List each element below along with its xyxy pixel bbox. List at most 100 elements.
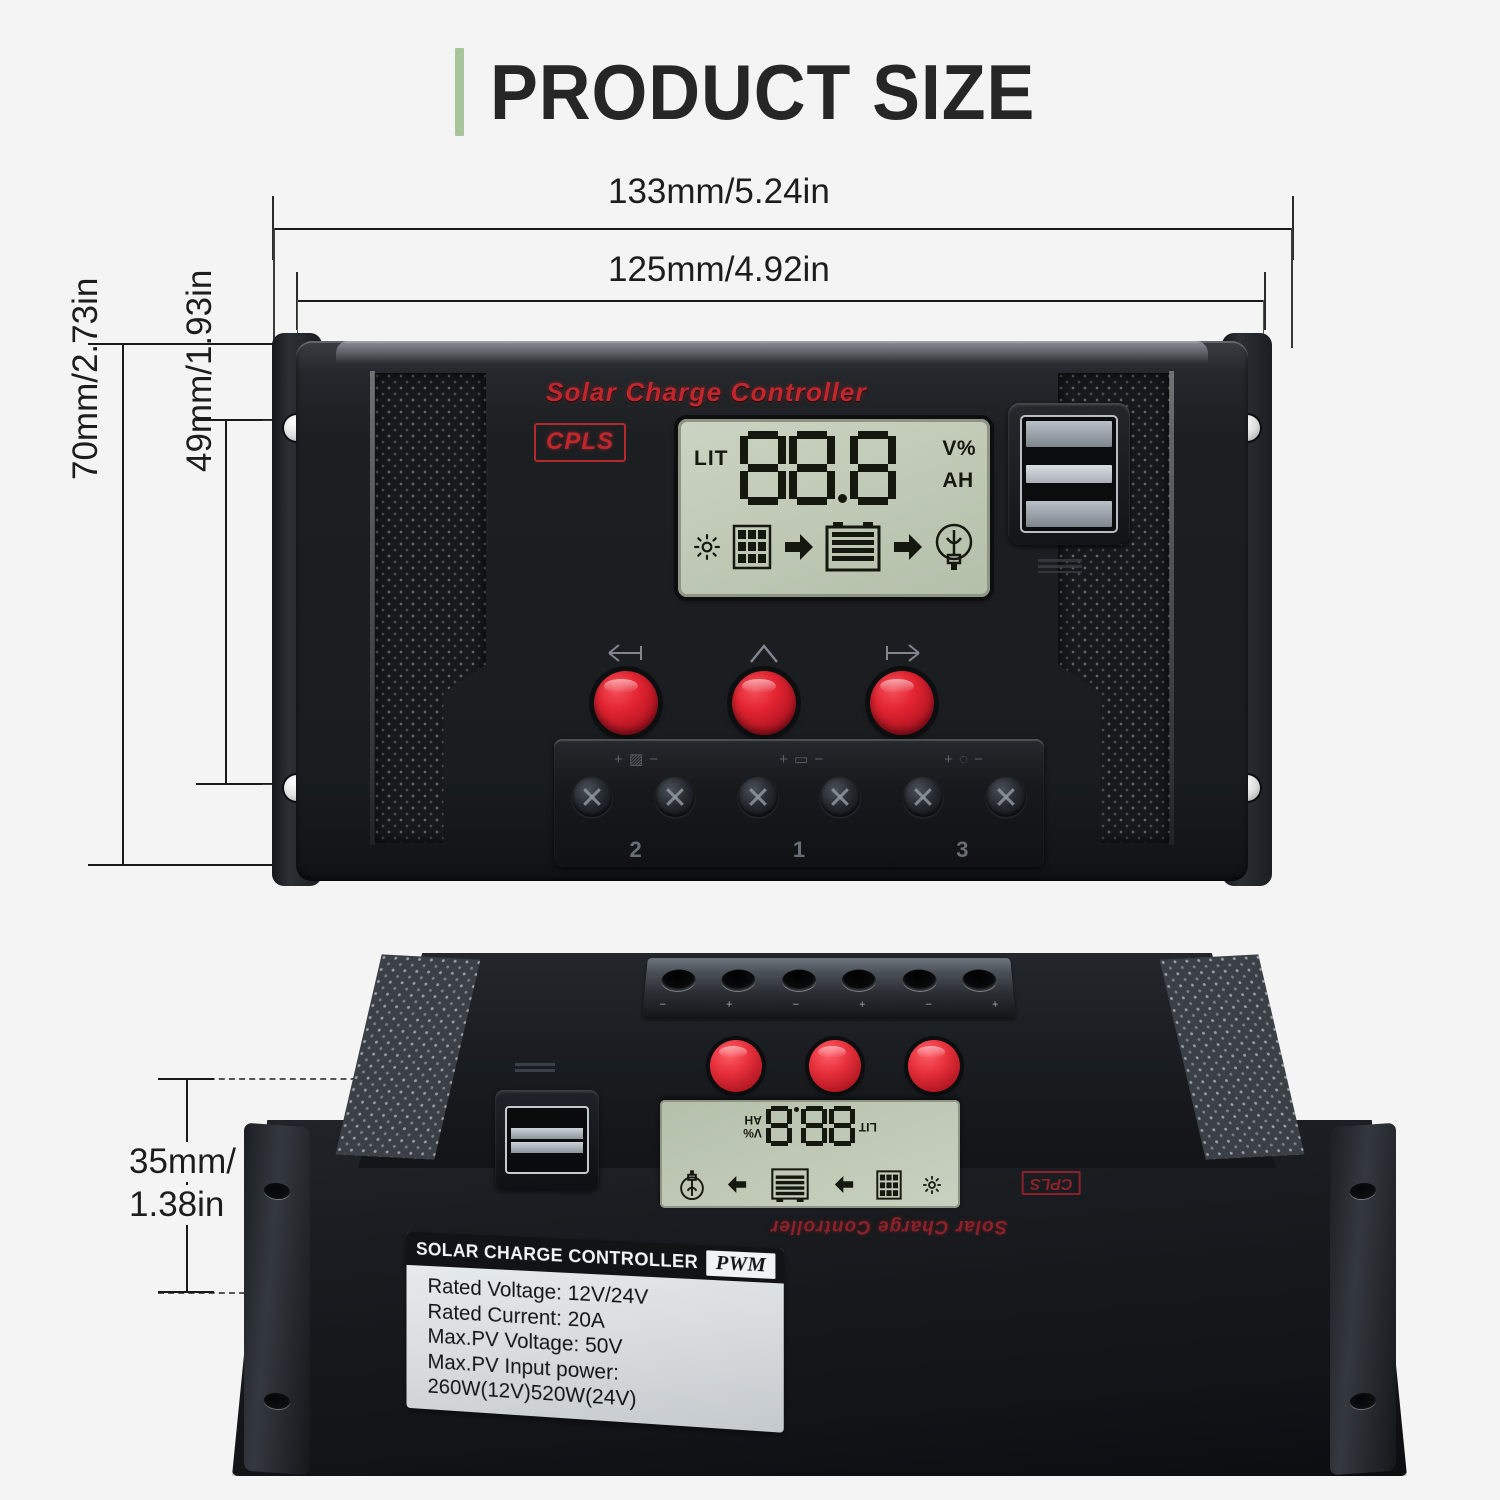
terminal-polarity-marks: − + − + − + [659,999,999,1011]
dimension-line-width-outer [272,228,1294,230]
terminal-screw-2[interactable] [654,777,695,817]
light-bulb-icon [935,523,973,570]
battery-icon [771,1168,809,1202]
extension-line-right-outer [1291,228,1293,348]
base-mounting-hole-top-left [264,1182,290,1200]
back-button[interactable] [594,671,658,735]
terminal-wire-hole-6[interactable] [961,969,998,991]
lcd-unit-voltage-percent: V% [942,437,976,460]
base-mounting-hole-bottom-left [264,1392,290,1410]
battery-icon [825,522,881,572]
polarity-mark-4: + [858,998,866,1011]
dimension-line-height-outer [122,343,124,865]
lcd-lit-label: LIT [694,447,729,470]
product-front-view: Solar Charge Controller CPLS LIT [272,333,1272,886]
usb-port-lower-angled[interactable] [511,1141,583,1153]
arrow-right-icon [893,534,922,560]
polarity-mark-6: + [991,998,1000,1011]
model-badge: CPLS [534,423,627,462]
sun-icon [694,534,720,560]
page-title-block: PRODUCT SIZE [455,48,1083,136]
usb-vent-marking-angled [515,1063,555,1075]
forward-button[interactable] [870,671,934,735]
terminal-screw-4[interactable] [820,777,861,817]
lcd-digit-1 [740,431,786,505]
lcd-readout-row-angled: LIT [668,1106,952,1146]
dimension-tick-depth-top [158,1078,214,1080]
usb-port-lower[interactable] [1026,501,1112,527]
dimension-tick-top-outer [88,343,293,345]
heatsink-edge-highlight-right [1169,371,1174,845]
sun-icon [923,1176,942,1194]
terminal-group-number-2: 2 [629,837,642,862]
dimension-tick-right-inner [1264,272,1266,330]
arrow-left-icon [608,644,642,662]
usb-port-divider [1026,465,1112,483]
arrow-up-icon [750,644,778,663]
extension-line-left-outer [273,228,275,348]
arrow-right-icon [886,644,920,662]
dimension-label-width-outer: 133mm/5.24in [608,172,830,211]
lcd-digit-2-angled [800,1106,827,1146]
terminal-wire-hole-4[interactable] [842,969,877,991]
arrow-right-icon [727,1176,746,1194]
terminal-wire-hole-1[interactable] [660,969,697,991]
lcd-seven-segment-value [740,431,896,505]
lcd-decimal-point [838,494,847,503]
dimension-line-width-inner [296,300,1266,302]
terminal-screw-3[interactable] [737,777,778,817]
terminal-wire-hole-5[interactable] [901,969,937,991]
lcd-digit-3-angled [765,1106,792,1146]
back-button-group[interactable] [594,641,658,735]
usb-port-housing-angled [505,1106,589,1174]
model-badge-angled: CPLS [1022,1171,1081,1195]
up-button[interactable] [732,671,796,735]
up-button-group[interactable] [732,641,796,735]
dimension-line-height-inner [225,419,227,784]
polarity-mark-3: − [792,998,800,1011]
lcd-digit-1-angled [828,1106,855,1146]
terminal-screw-row [572,777,1026,817]
forward-button-group[interactable] [870,641,934,735]
dimension-label-height-outer: 70mm/2.73in [66,277,105,480]
usb-port-housing [1020,415,1118,533]
up-button-angled[interactable] [809,1040,861,1092]
page-title: PRODUCT SIZE [490,48,1036,136]
heatsink-edge-highlight-left [370,371,375,845]
base-mounting-hole-top-right [1350,1182,1376,1200]
lcd-display-angled: LIT [660,1100,960,1208]
usb-port-upper-angled[interactable] [511,1127,583,1139]
arrow-right-icon [834,1176,854,1194]
lcd-unit-labels: V% AH [942,437,976,493]
terminal-symbol-row: + ▨ − + ▭ − + ◌ − [554,747,1044,771]
usb-dual-port[interactable] [1008,403,1130,545]
lcd-display: LIT V% AH [678,419,990,597]
load-terminal-icon: + ◌ − [944,750,984,768]
back-button-angled[interactable] [710,1040,762,1092]
dimension-tick-bottom-outer [88,864,293,866]
terminal-group-number-1: 1 [792,837,806,862]
spec-label-body: Rated Voltage: 12V/24V Rated Current: 20… [407,1265,784,1423]
terminal-hole-row [660,969,998,991]
dimension-label-depth-line1: 35mm/ [126,1142,239,1182]
brand-text: Solar Charge Controller [546,377,867,407]
lcd-digit-2 [789,431,835,505]
brand-text-angled: Solar Charge Controller [770,1216,1008,1237]
lcd-unit-voltage-percent-angled: V% [743,1126,762,1141]
light-bulb-icon [680,1170,704,1201]
usb-port-upper[interactable] [1026,421,1112,447]
terminal-screw-1[interactable] [572,777,612,817]
terminal-screw-5[interactable] [903,777,944,817]
base-mounting-flange-right [1330,1122,1396,1476]
terminal-screw-6[interactable] [985,777,1026,817]
terminal-wire-hole-3[interactable] [781,969,816,991]
lcd-digit-3 [850,431,896,505]
usb-vent-marking [1038,559,1082,573]
terminal-wire-hole-2[interactable] [721,969,757,991]
forward-button-angled[interactable] [908,1040,960,1092]
lcd-unit-amp-hour-angled: AH [744,1113,762,1127]
product-angled-view: − + − + − + [210,935,1430,1480]
body-top-bevel [336,341,1208,363]
dimension-label-depth-line2: 1.38in [126,1185,228,1225]
usb-dual-port-angled[interactable] [495,1090,599,1190]
